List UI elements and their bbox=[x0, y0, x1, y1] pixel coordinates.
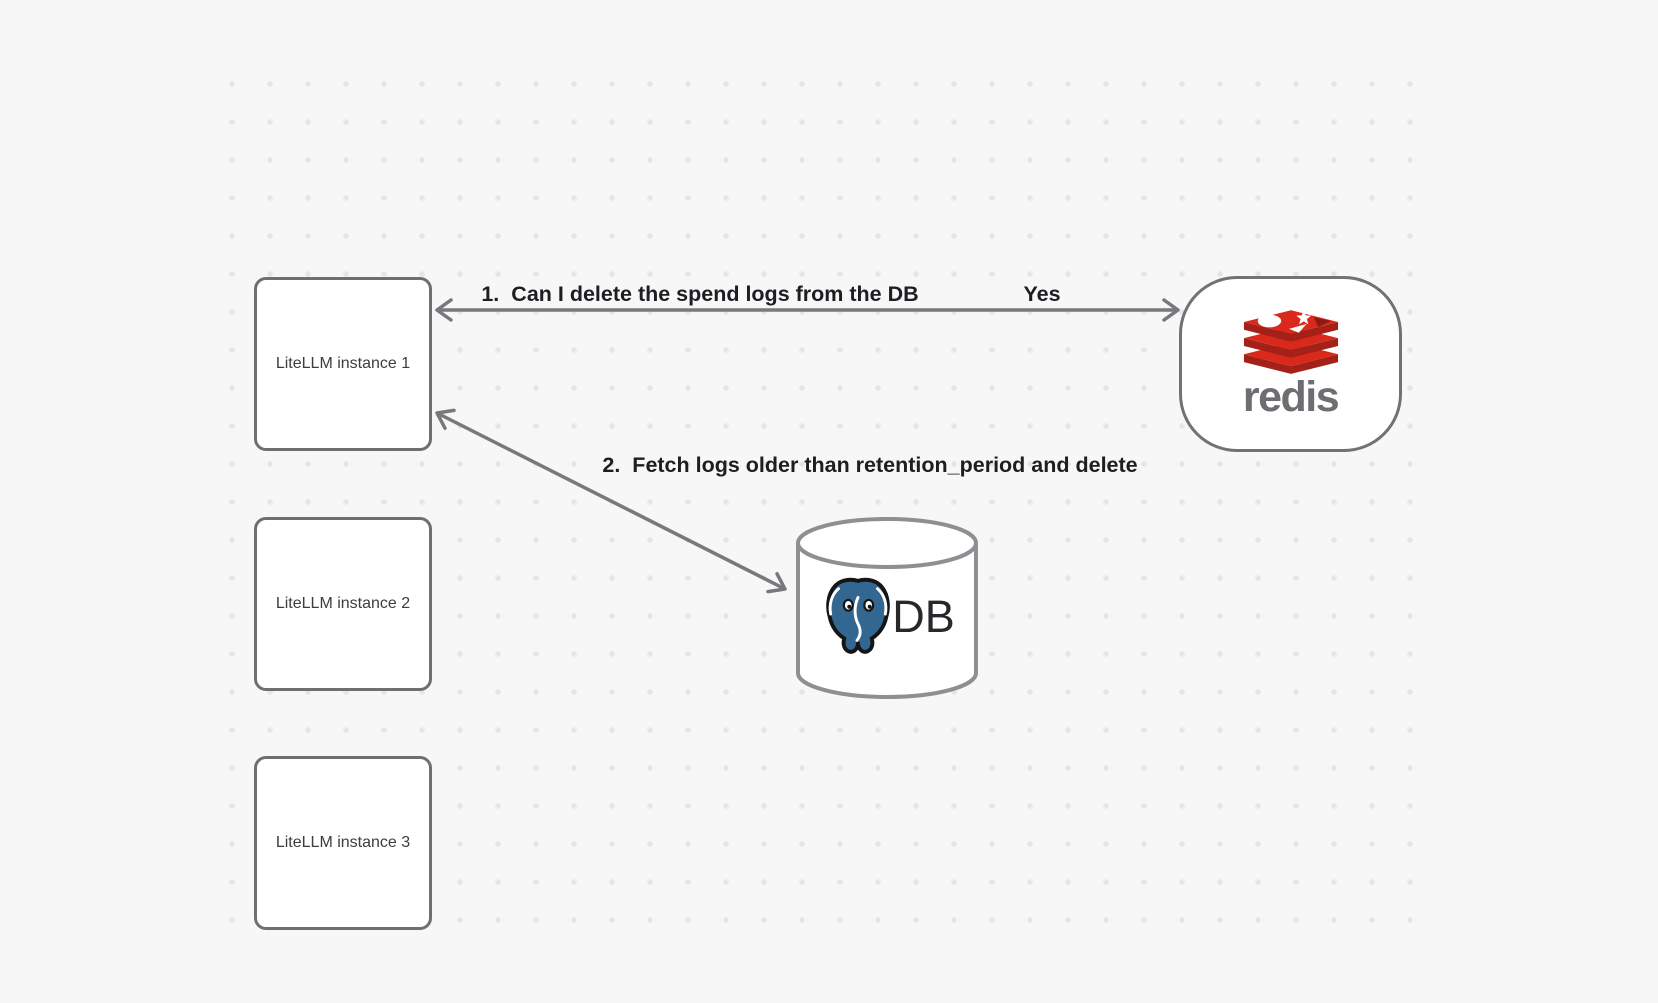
postgres-elephant-icon bbox=[826, 577, 891, 654]
edge-label-1-text: Can I delete the spend logs from the DB bbox=[511, 282, 919, 306]
node-label: LiteLLM instance 1 bbox=[275, 355, 411, 372]
node-label: LiteLLM instance 2 bbox=[275, 595, 411, 612]
node-redis: redis bbox=[1179, 276, 1402, 452]
node-litellm-instance-3: LiteLLM instance 3 bbox=[254, 756, 432, 930]
redis-logo-icon bbox=[1243, 309, 1338, 374]
redis-wordmark: redis bbox=[1242, 372, 1340, 421]
edge-label-1-response: Yes bbox=[1023, 282, 1061, 306]
node-db: DB bbox=[795, 515, 979, 703]
db-label: DB bbox=[892, 590, 955, 642]
node-litellm-instance-2: LiteLLM instance 2 bbox=[254, 517, 432, 691]
edge-label-2-text: Fetch logs older than retention_period a… bbox=[632, 453, 1138, 477]
edge-label-2: 2. Fetch logs older than retention_perio… bbox=[602, 453, 1137, 478]
node-label: LiteLLM instance 3 bbox=[275, 834, 411, 851]
edge-label-1: 1. Can I delete the spend logs from the … bbox=[481, 282, 918, 307]
edge-label-2-number: 2. bbox=[602, 453, 621, 477]
node-litellm-instance-1: LiteLLM instance 1 bbox=[254, 277, 432, 451]
edge-label-1-number: 1. bbox=[481, 282, 500, 306]
